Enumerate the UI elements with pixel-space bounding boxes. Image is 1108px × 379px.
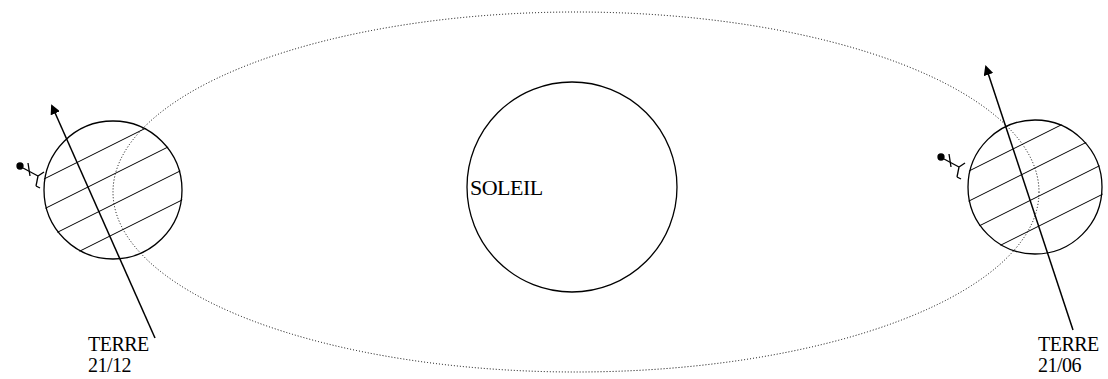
sun-label: SOLEIL xyxy=(470,177,683,198)
observer-figure xyxy=(938,154,965,179)
latitude-lines xyxy=(955,98,1108,268)
circle-outline xyxy=(43,120,183,260)
earth-circle: TERRE 21/06 xyxy=(967,119,1103,255)
sun-circle: SOLEIL xyxy=(466,81,678,293)
rotation-axis xyxy=(52,106,155,338)
earth-label: TERRE 21/12 xyxy=(88,334,154,376)
observer-figure xyxy=(17,163,44,188)
earth-label: TERRE 21/06 xyxy=(1038,334,1104,376)
rotation-axis xyxy=(986,67,1073,330)
earth-circle: TERRE 21/12 xyxy=(43,120,183,260)
orbit-path xyxy=(113,12,1039,372)
circle-outline xyxy=(967,119,1103,255)
